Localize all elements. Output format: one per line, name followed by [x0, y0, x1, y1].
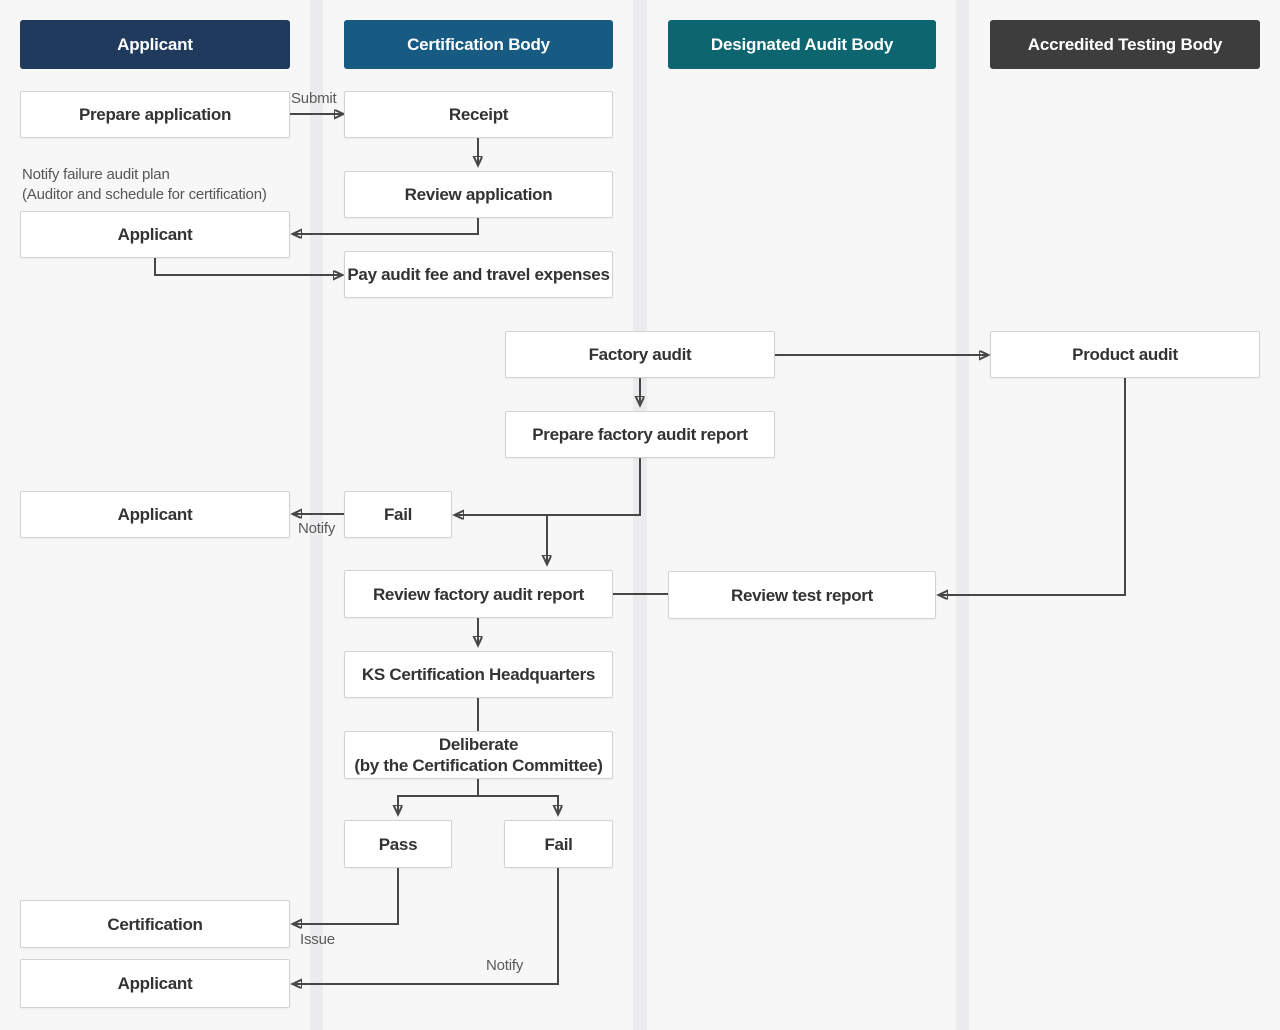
- node-ks-certification-headquarters: KS Certification Headquarters: [344, 651, 613, 698]
- node-review-test-report: Review test report: [668, 571, 936, 619]
- node-fail-factory-audit: Fail: [344, 491, 452, 538]
- node-prepare-application: Prepare application: [20, 91, 290, 138]
- node-factory-audit: Factory audit: [505, 331, 775, 378]
- column-header-accredited-testing-body: Accredited Testing Body: [990, 20, 1260, 69]
- node-product-audit: Product audit: [990, 331, 1260, 378]
- column-header-designated-audit-body: Designated Audit Body: [668, 20, 936, 69]
- edge-label-submit: Submit: [291, 90, 337, 107]
- node-applicant-audit-plan: Applicant: [20, 211, 290, 258]
- node-deliberate-line2: (by the Certification Committee): [354, 756, 603, 775]
- node-deliberate: Deliberate (by the Certification Committ…: [344, 731, 613, 779]
- column-header-applicant: Applicant: [20, 20, 290, 69]
- node-review-factory-audit-report: Review factory audit report: [344, 570, 613, 618]
- note-failure-audit-plan-line2: (Auditor and schedule for certification): [22, 186, 267, 203]
- node-deliberate-line1: Deliberate: [438, 735, 519, 754]
- lane-designated-audit-body: [647, 0, 956, 1030]
- column-header-certification-body: Certification Body: [344, 20, 613, 69]
- node-pay-audit-fee: Pay audit fee and travel expenses: [344, 251, 613, 298]
- node-fail-committee: Fail: [504, 820, 613, 868]
- node-receipt: Receipt: [344, 91, 613, 138]
- edge-label-notify-committee-fail: Notify: [486, 957, 524, 974]
- lane-accredited-testing-body: [969, 0, 1280, 1030]
- edge-label-notify-factory-fail: Notify: [298, 520, 336, 537]
- note-failure-audit-plan: Notify failure audit plan (Auditor and s…: [22, 165, 267, 205]
- node-review-application: Review application: [344, 171, 613, 218]
- node-certification: Certification: [20, 900, 290, 948]
- node-applicant-factory-fail: Applicant: [20, 491, 290, 538]
- node-prepare-factory-audit-report: Prepare factory audit report: [505, 411, 775, 458]
- edge-label-issue: Issue: [300, 931, 335, 948]
- note-failure-audit-plan-line1: Notify failure audit plan: [22, 166, 170, 183]
- node-pass: Pass: [344, 820, 452, 868]
- node-applicant-final: Applicant: [20, 959, 290, 1008]
